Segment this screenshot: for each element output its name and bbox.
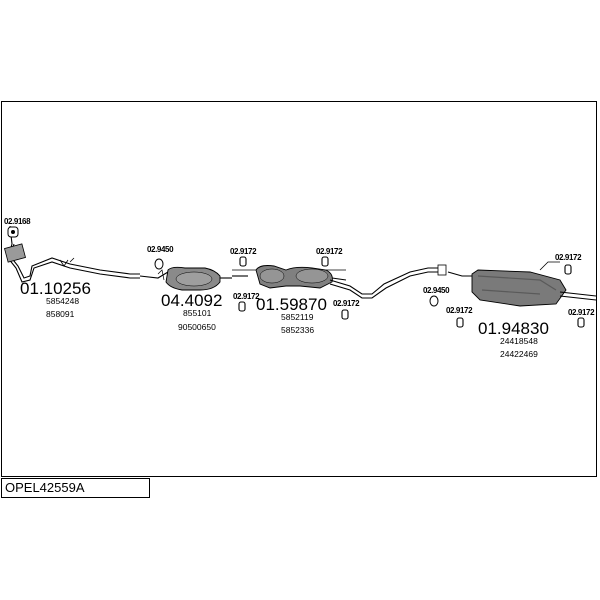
part-ref: 24418548 [500, 336, 538, 346]
fitting-label: 02.9172 [316, 247, 343, 256]
fitting-label: 02.9450 [423, 286, 450, 295]
part-number: 04.4092 [161, 291, 222, 310]
part-number: 01.59870 [256, 295, 327, 314]
part-ref: 5852336 [281, 325, 314, 335]
rear-silencer[interactable] [447, 261, 597, 307]
fitting-labels: 02.9168 02.9450 02.9172 02.9172 02.9172 … [4, 217, 595, 317]
part-ref: 858091 [46, 309, 75, 319]
fitting-shapes [7, 226, 585, 328]
diagram-frame [1, 101, 597, 477]
fitting-label: 02.9172 [555, 253, 582, 262]
part-labels: 01.10256 5854248 858091 04.4092 855101 9… [20, 279, 549, 359]
front-pipe[interactable] [4, 225, 140, 283]
fitting-label: 02.9172 [230, 247, 257, 256]
fitting-label: 02.9168 [4, 217, 31, 226]
part-number: 01.94830 [478, 319, 549, 338]
fitting-label: 02.9172 [233, 292, 260, 301]
part-ref: 90500650 [178, 322, 216, 332]
middle-silencer[interactable] [232, 265, 347, 289]
model-label: OPEL42559A [1, 478, 150, 498]
part-ref: 5854248 [46, 296, 79, 306]
catalytic-converter[interactable] [139, 266, 232, 291]
intermediate-pipe[interactable] [329, 264, 447, 299]
part-ref: 855101 [183, 308, 212, 318]
part-ref: 5852119 [281, 312, 314, 322]
fitting-label: 02.9172 [446, 306, 473, 315]
fitting-label: 02.9172 [568, 308, 595, 317]
fitting-label: 02.9450 [147, 245, 174, 254]
part-ref: 24422469 [500, 349, 538, 359]
part-number: 01.10256 [20, 279, 91, 298]
fitting-label: 02.9172 [333, 299, 360, 308]
